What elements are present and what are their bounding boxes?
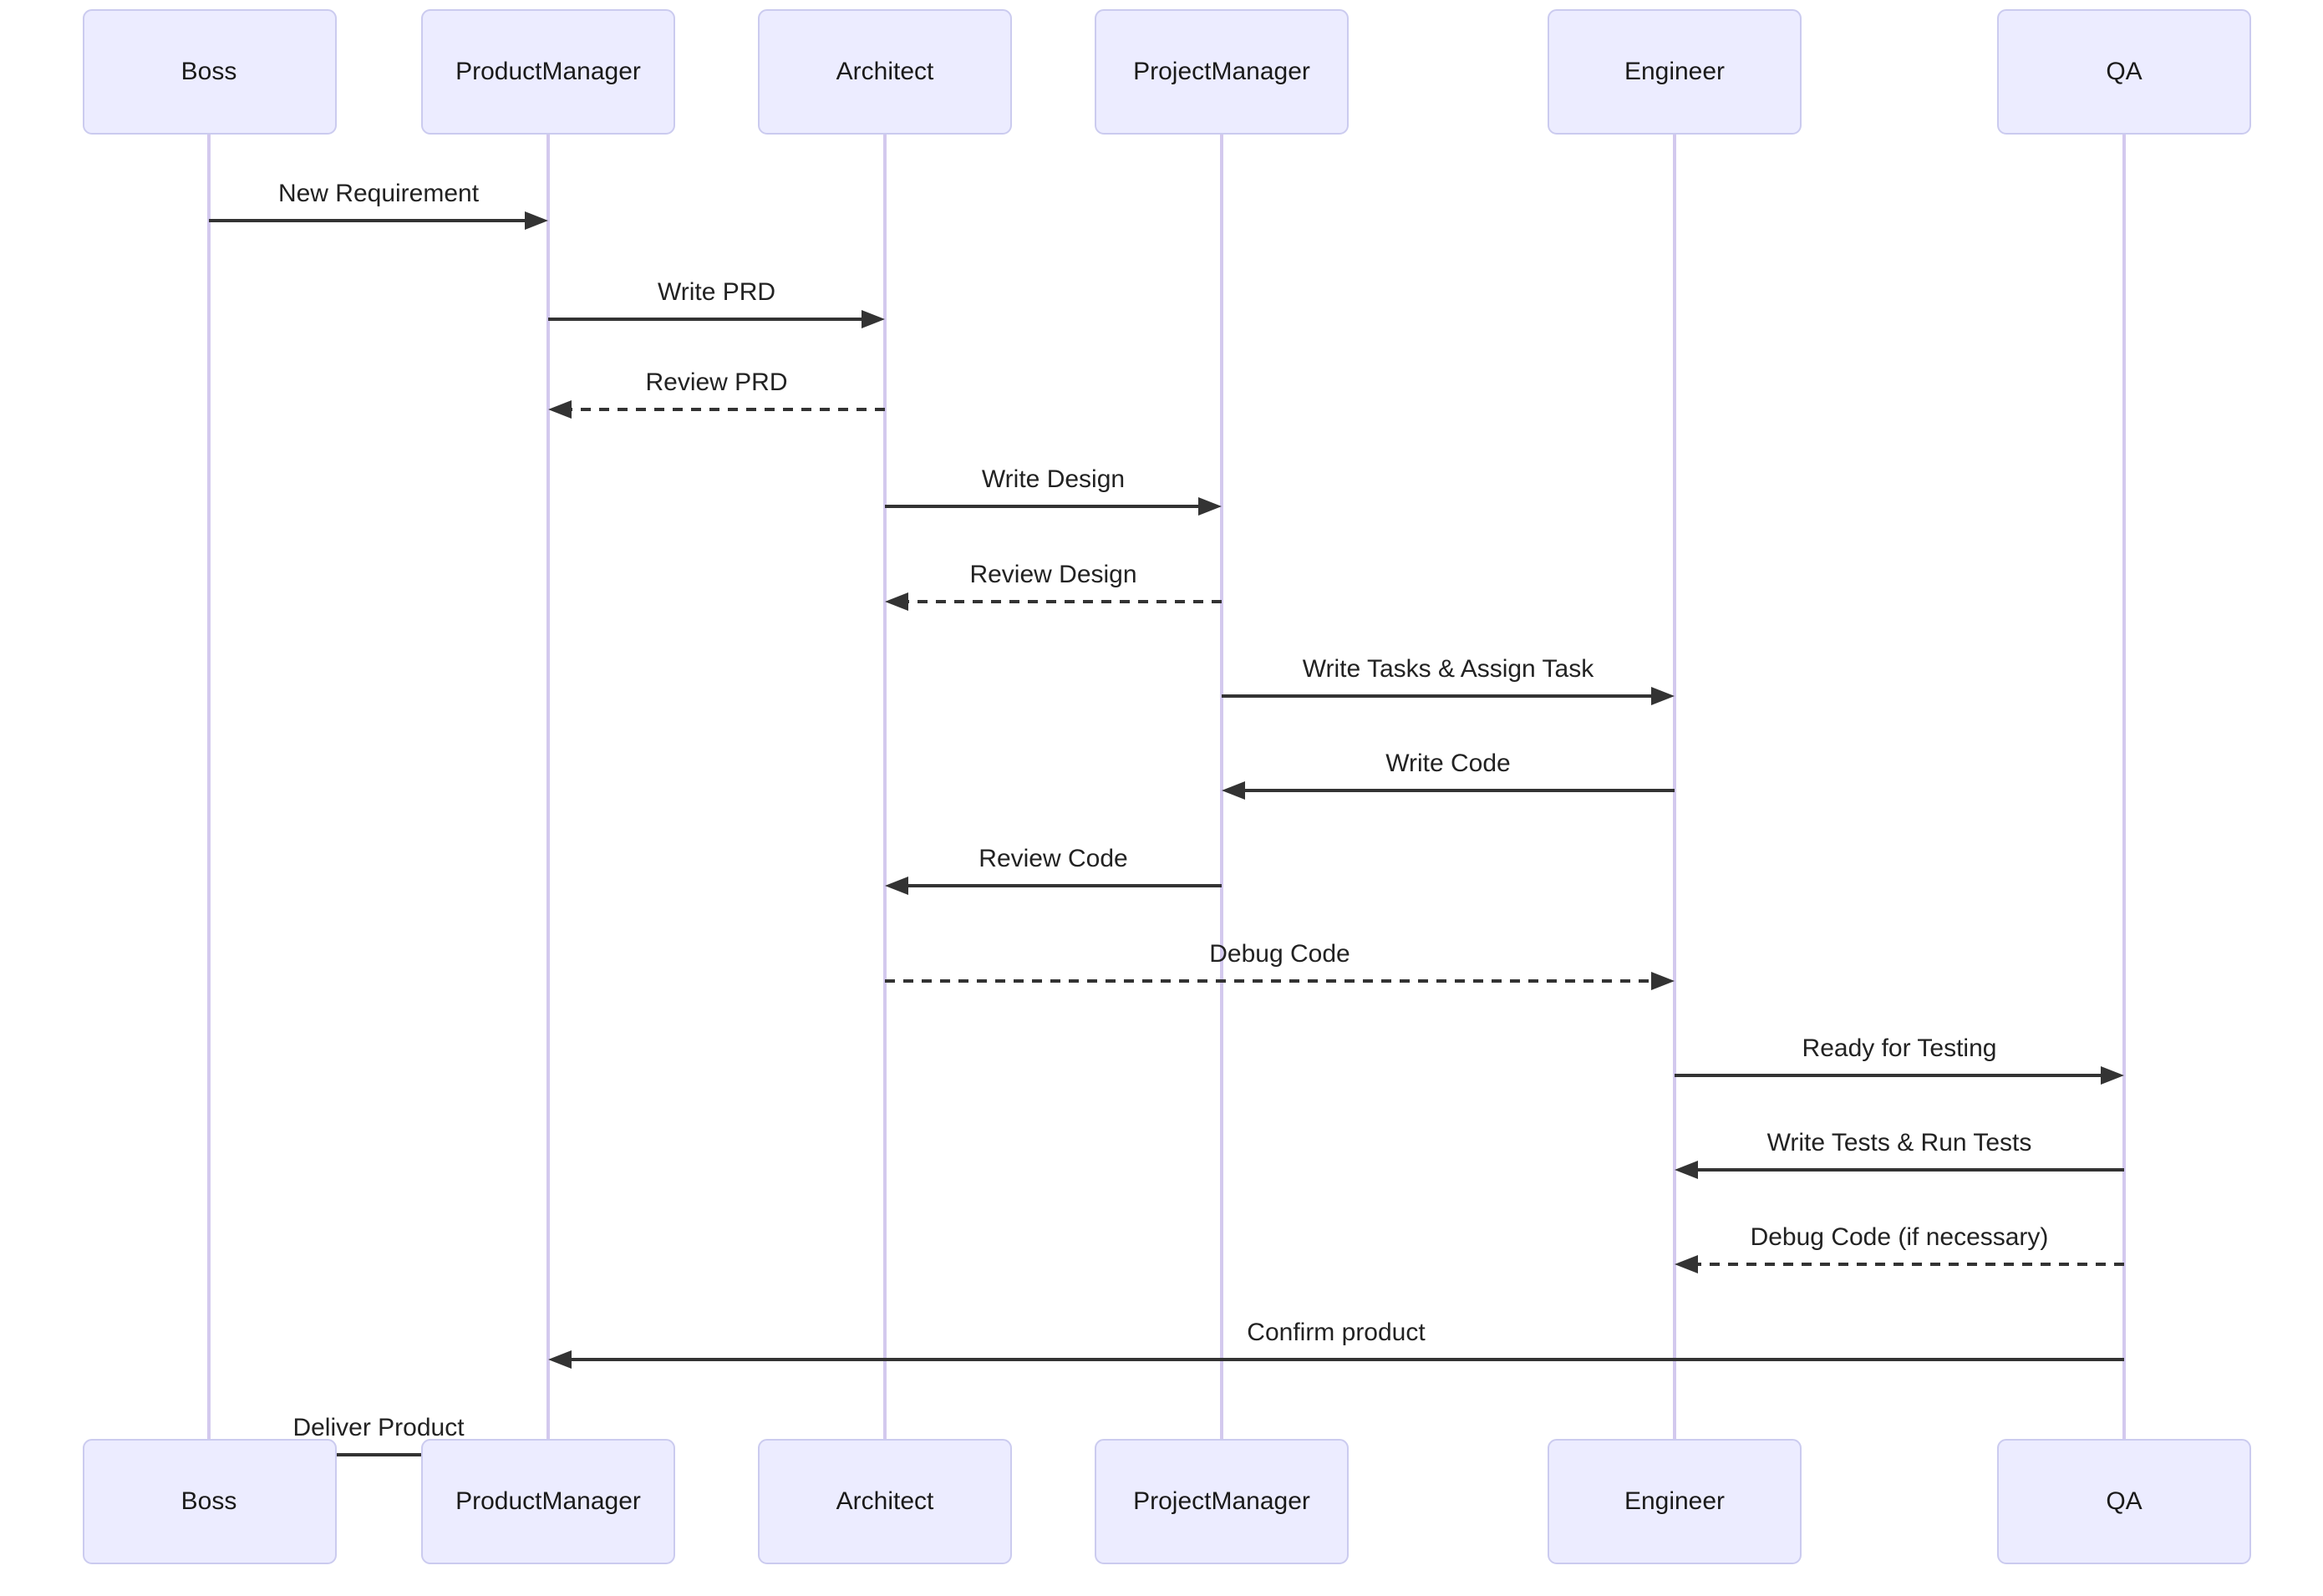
message-label: Review PRD [645,369,787,396]
participant-box [421,9,675,135]
participant-label: Architect [836,1487,934,1515]
message-12[interactable]: Confirm product [548,1319,2124,1369]
message-arrowhead [885,592,908,611]
message-4[interactable]: Review Design [885,561,1222,611]
message-5[interactable]: Write Tasks & Assign Task [1222,655,1675,705]
participant-top-architect[interactable]: Architect [758,9,1012,135]
participant-box [83,1439,337,1564]
participant-label: Architect [836,58,934,85]
message-arrowhead [525,211,548,230]
participant-label: Boss [181,58,237,85]
message-label: Write PRD [658,278,775,306]
message-label: Write Code [1385,750,1511,777]
lifelines-layer [207,134,2126,1471]
message-arrowhead [2101,1066,2124,1085]
participant-box [1997,1439,2251,1564]
message-arrowhead [885,877,908,895]
message-label: Confirm product [1247,1319,1426,1346]
message-label: Ready for Testing [1802,1034,1997,1062]
participant-top-engineer[interactable]: Engineer [1548,9,1802,135]
message-label: Review Design [969,561,1136,588]
message-2[interactable]: Review PRD [548,369,885,419]
message-arrowhead [1651,972,1675,990]
participant-label: ProductManager [455,1487,641,1515]
message-arrowhead [862,310,885,328]
message-arrowhead [1651,687,1675,705]
actors-top-layer: Boss ProductManager Architect ProjectManage… [83,9,2251,135]
participant-bottom-boss[interactable]: Boss [83,1439,337,1564]
message-11[interactable]: Debug Code (if necessary) [1675,1223,2124,1273]
message-label: Review Code [979,845,1127,872]
message-arrowhead [1675,1161,1698,1179]
participant-top-boss[interactable]: Boss [83,9,337,135]
participant-bottom-qa[interactable]: QA [1997,1439,2251,1564]
message-8[interactable]: Debug Code [885,940,1675,990]
message-label: Debug Code [1209,940,1350,968]
participant-box [758,1439,1012,1564]
participant-label: ProjectManager [1133,58,1310,85]
participant-label: Engineer [1624,1487,1725,1515]
participant-top-qa[interactable]: QA [1997,9,2251,135]
participant-bottom-architect[interactable]: Architect [758,1439,1012,1564]
participant-box [1095,9,1349,135]
participant-label: Engineer [1624,58,1725,85]
message-arrowhead [1198,497,1222,516]
message-9[interactable]: Ready for Testing [1675,1034,2124,1085]
participant-label: QA [2106,1487,2142,1515]
message-label: Debug Code (if necessary) [1751,1223,2049,1251]
message-3[interactable]: Write Design [885,465,1222,516]
message-0[interactable]: New Requirement [209,180,548,230]
participant-top-projectmanager[interactable]: ProjectManager [1095,9,1349,135]
participant-box [758,9,1012,135]
participant-bottom-engineer[interactable]: Engineer [1548,1439,1802,1564]
message-arrowhead [548,400,572,419]
message-label: Write Tests & Run Tests [1767,1129,2032,1156]
participant-bottom-projectmanager[interactable]: ProjectManager [1095,1439,1349,1564]
participant-box [421,1439,675,1564]
participant-box [1548,1439,1802,1564]
message-label: Write Design [982,465,1125,493]
participant-box [1997,9,2251,135]
message-arrowhead [1675,1255,1698,1273]
message-6[interactable]: Write Code [1222,750,1675,800]
participant-top-productmanager[interactable]: ProductManager [421,9,675,135]
message-arrowhead [1222,781,1245,800]
participant-box [83,9,337,135]
participant-box [1095,1439,1349,1564]
participant-label: Boss [181,1487,237,1515]
message-label: New Requirement [278,180,480,207]
participant-box [1548,9,1802,135]
message-arrowhead [548,1350,572,1369]
message-label: Deliver Product [292,1414,465,1441]
message-1[interactable]: Write PRD [548,278,885,328]
participant-label: ProjectManager [1133,1487,1310,1515]
message-label: Write Tasks & Assign Task [1303,655,1594,683]
participant-bottom-productmanager[interactable]: ProductManager [421,1439,675,1564]
participant-label: ProductManager [455,58,641,85]
message-10[interactable]: Write Tests & Run Tests [1675,1129,2124,1179]
participant-label: QA [2106,58,2142,85]
actors-bottom-layer: Boss ProductManager Architect ProjectManage… [83,1439,2251,1564]
message-7[interactable]: Review Code [885,845,1222,895]
